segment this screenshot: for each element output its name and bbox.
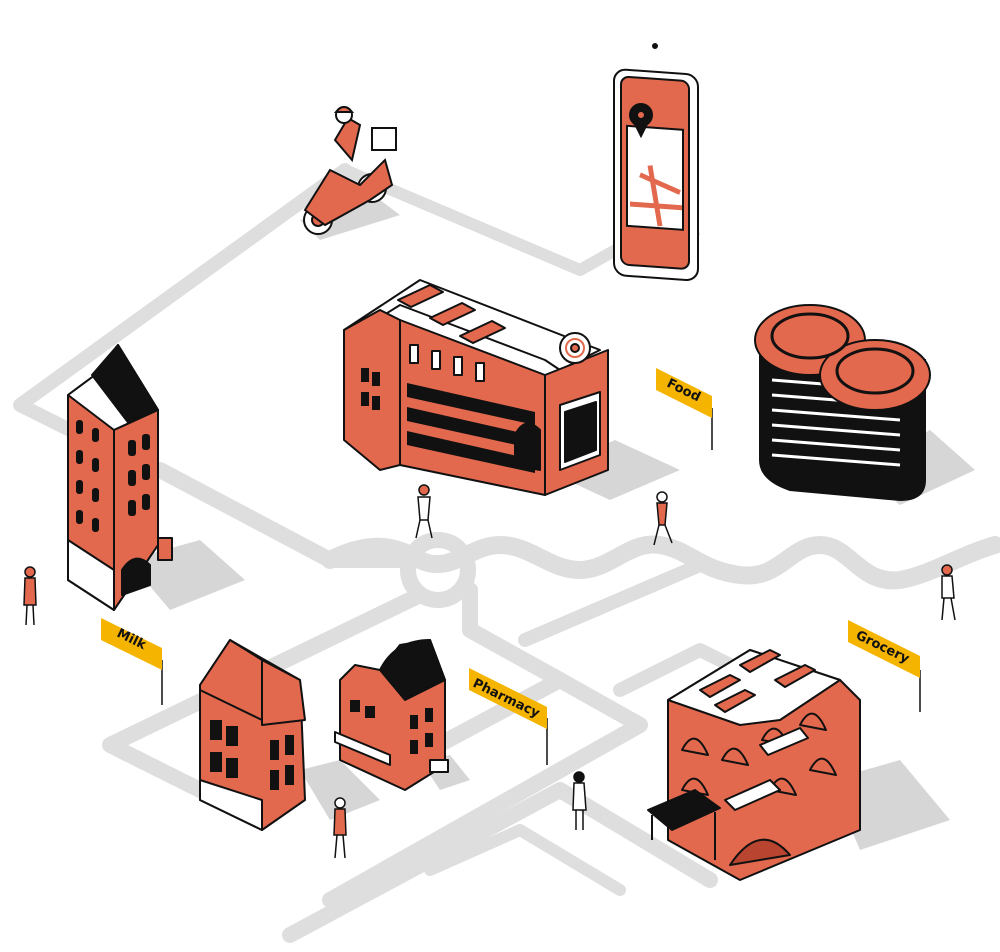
road-south: [412, 582, 568, 763]
middle-house: [334, 639, 449, 791]
shadow-factory: [545, 440, 680, 500]
map-pin-icon: [629, 103, 653, 139]
flag-food: Food: [656, 368, 713, 450]
road-wavy: [321, 535, 1000, 590]
person: [941, 564, 956, 621]
person: [572, 771, 587, 830]
road-south-east: [322, 672, 648, 908]
person: [653, 491, 673, 546]
flag-milk: Milk: [101, 618, 163, 705]
factory-building: [343, 279, 609, 496]
scooter-icon: [303, 106, 397, 235]
road-upper-left: [13, 163, 352, 447]
people: [23, 484, 956, 859]
road-south-west: [102, 587, 428, 818]
person: [415, 484, 433, 539]
road-east: [518, 558, 707, 647]
roundabout: [400, 532, 476, 608]
satellite-dish-icon: [559, 332, 591, 364]
road-network: [13, 163, 1000, 943]
person: [23, 566, 37, 626]
smartphone-icon: [613, 43, 699, 282]
road-bottom: [282, 782, 718, 943]
shadow-left-house: [300, 760, 380, 820]
road-bottom-2: [424, 824, 626, 896]
person: [333, 797, 347, 859]
tall-house: [67, 344, 173, 611]
grocery-building: [647, 649, 861, 881]
round-building: [754, 304, 931, 502]
left-house: [199, 639, 306, 831]
